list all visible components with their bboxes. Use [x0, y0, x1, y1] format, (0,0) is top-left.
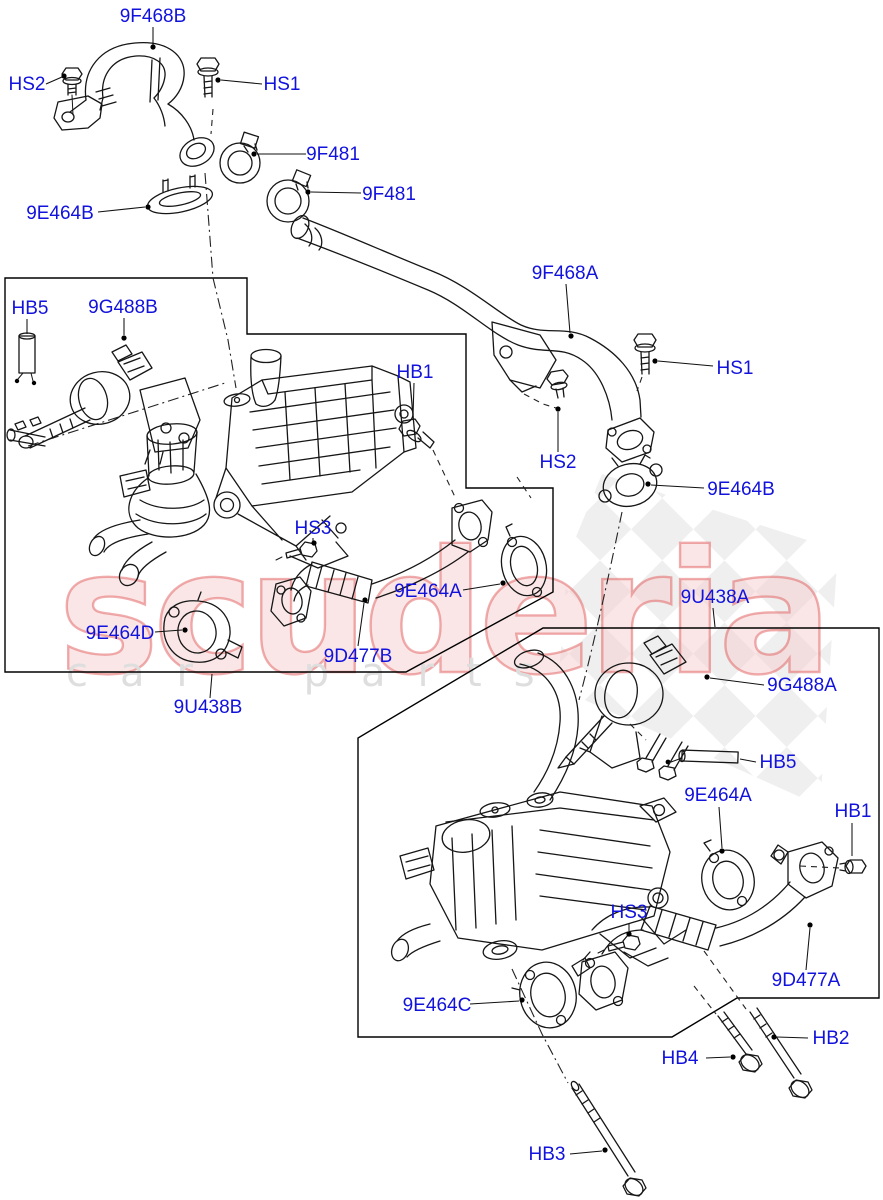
callout-HS1-upper: HS1	[264, 74, 301, 95]
bolt-pin-HB5-upper	[14, 332, 37, 386]
assembly-box-9U438A	[357, 627, 880, 1038]
gasket-9E464D	[163, 591, 243, 663]
assembly-box-9U438B	[4, 277, 554, 673]
callout-HB1-lower: HB1	[835, 801, 872, 822]
callout-HB2: HB2	[813, 1028, 850, 1049]
callout-9U438B: 9U438B	[174, 697, 243, 718]
callout-HB5-upper: HB5	[12, 298, 49, 319]
callout-9G488A: 9G488A	[767, 675, 837, 696]
gasket-9E464C	[511, 951, 591, 1029]
watermark-tagline-text: car parts	[66, 650, 567, 696]
callout-HB4: HB4	[662, 1048, 699, 1069]
callout-9E464C: 9E464C	[403, 995, 472, 1016]
callout-HS2-upper: HS2	[9, 74, 46, 95]
callout-HB1-upper: HB1	[397, 362, 434, 383]
callout-9E464A-upper: 9E464A	[394, 581, 462, 602]
checkered-flag-watermark	[558, 474, 838, 806]
bolt-HB1-upper	[398, 418, 435, 449]
bolt-HS1-mid	[633, 333, 657, 375]
callout-HS3-upper: HS3	[295, 518, 332, 539]
flange-9E464B-lower	[598, 454, 663, 508]
callout-9D477A: 9D477A	[772, 970, 841, 991]
pipe-9D477A	[578, 841, 839, 1011]
callout-HB3: HB3	[529, 1144, 566, 1165]
callout-9D477B: 9D477B	[324, 646, 393, 667]
leader-lines	[26, 27, 853, 1155]
bolt-pin-HB5-lower	[636, 733, 739, 781]
bolt-HS1-upper	[196, 57, 220, 98]
callout-HB5-lower: HB5	[760, 752, 797, 773]
pipe-9F468A	[290, 214, 655, 463]
bolt-HB1-lower	[839, 859, 867, 875]
hose-9F468B	[53, 42, 215, 167]
egr-cooler-assembly-upper	[88, 348, 417, 587]
bolt-HS2-upper	[61, 67, 83, 116]
callout-9E464A-lower: 9E464A	[684, 785, 752, 806]
callout-labels: 9F468B HS2 HS1 9F481 9F481 9E464B HB5 9G…	[9, 6, 872, 1165]
bolt-HS2-mid	[546, 369, 569, 399]
egr-cooler-assembly-lower	[390, 649, 687, 967]
bolt-HB4	[717, 1011, 763, 1073]
vacuum-actuator-9G488B	[6, 344, 201, 465]
callout-9E464B-lower: 9E464B	[707, 479, 775, 500]
callout-9U438A: 9U438A	[681, 587, 750, 608]
callout-HS1-mid: HS1	[717, 358, 754, 379]
callout-9E464B-upper: 9E464B	[26, 203, 94, 224]
callout-9F468A: 9F468A	[532, 263, 599, 284]
clamp-9F481-second	[266, 169, 312, 223]
callout-9G488B: 9G488B	[88, 297, 158, 318]
bolt-HS3-lower	[597, 934, 641, 954]
callout-9F481-first: 9F481	[306, 144, 360, 165]
bolt-HB2	[749, 1007, 813, 1099]
bolt-HB3	[570, 1080, 647, 1197]
callout-9F481-second: 9F481	[362, 184, 416, 205]
clamp-9F481-first	[219, 131, 261, 184]
callout-9E464D: 9E464D	[86, 623, 155, 644]
gasket-9E464B-upper	[146, 174, 214, 215]
callout-9F468B: 9F468B	[120, 6, 187, 27]
gasket-9E464A-lower	[701, 839, 755, 911]
vacuum-actuator-9G488A	[557, 635, 687, 769]
callout-HS3-lower: HS3	[611, 902, 648, 923]
pipe-9D477B	[270, 499, 493, 627]
gasket-9E464A-upper	[500, 523, 548, 598]
callout-HS2-mid: HS2	[540, 452, 577, 473]
